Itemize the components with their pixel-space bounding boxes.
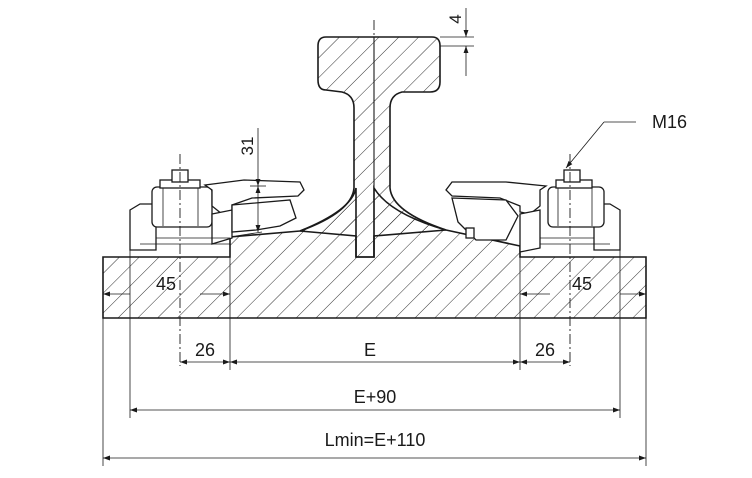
right-edge-label: 45 <box>572 274 592 294</box>
clip-height-label: 31 <box>238 137 257 156</box>
bolt-callout: M16 <box>565 112 687 169</box>
right-offset-label: 26 <box>535 340 555 360</box>
center-lines <box>179 20 571 366</box>
min-length-dimension: Lmin=E+110 <box>103 430 646 461</box>
min-length-label: Lmin=E+110 <box>325 430 426 450</box>
right-clip-assembly <box>445 169 621 253</box>
flange-thickness-dimension: 4 <box>440 8 474 76</box>
left-edge-label: 45 <box>156 274 176 294</box>
flange-thickness-label: 4 <box>446 14 465 23</box>
gauge-dimension: E <box>230 340 520 365</box>
rail-profile <box>299 36 447 258</box>
clip-height-dimension: 31 <box>238 128 266 232</box>
bolt-size-label: M16 <box>652 112 687 132</box>
bolt-spacing-label: E+90 <box>354 387 397 407</box>
left-offset-label: 26 <box>195 340 215 360</box>
bolt-spacing-dimension: E+90 <box>130 387 620 413</box>
gauge-label: E <box>364 340 376 360</box>
right-edge-dimension: 45 <box>520 274 646 297</box>
left-offset-dimension: 26 <box>180 340 230 365</box>
right-offset-dimension: 26 <box>520 340 570 365</box>
left-clip-assembly <box>129 169 305 251</box>
left-edge-dimension: 45 <box>103 274 230 297</box>
